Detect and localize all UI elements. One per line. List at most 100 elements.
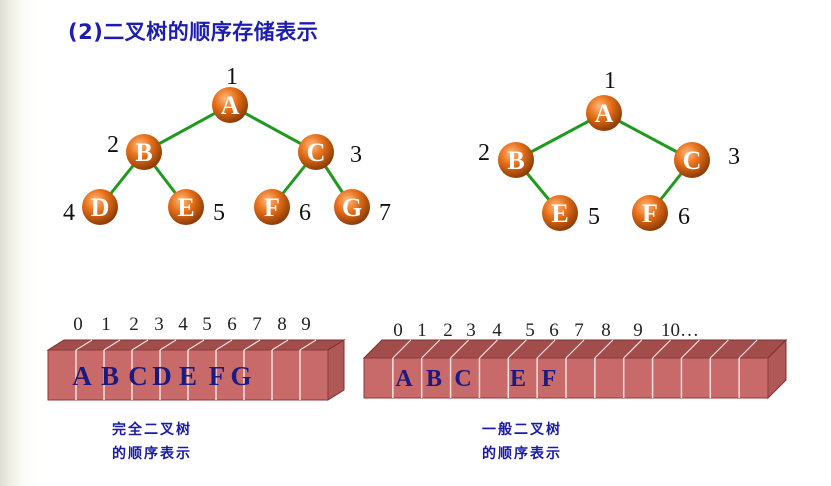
array-cell-a: A <box>72 361 92 391</box>
array-index-8: 8 <box>601 320 611 341</box>
array-index-5: 5 <box>525 320 535 341</box>
node-letter: B <box>135 138 152 167</box>
caption-line-2: 的顺序表示 <box>482 446 562 462</box>
node-number: 5 <box>588 204 600 230</box>
node-circle <box>298 134 334 170</box>
node-circle <box>632 195 668 231</box>
array-index-1: 1 <box>417 320 427 341</box>
cell-divider-top <box>103 339 121 351</box>
cell-divider-top <box>565 339 585 359</box>
cell-divider-top <box>652 339 671 359</box>
array-index-5: 5 <box>202 314 212 335</box>
tree-node-a: A <box>212 87 248 123</box>
node-letter: F <box>264 193 280 222</box>
node-letter: A <box>221 91 240 120</box>
cell-divider-top <box>450 339 469 359</box>
node-letter: C <box>307 138 326 167</box>
node-letter: C <box>683 146 702 175</box>
node-number: 4 <box>63 200 75 226</box>
caption-general-tree: 一般二叉树 的顺序表示 <box>482 418 562 466</box>
node-number: 6 <box>678 204 690 230</box>
node-letter: D <box>91 193 110 222</box>
cell-divider-top <box>271 339 289 351</box>
array-cell-f: F <box>542 366 557 392</box>
array-index-10: 10… <box>661 320 699 341</box>
tree-node-c: C <box>674 142 710 178</box>
cell-divider-top <box>709 339 729 359</box>
node-letter: F <box>642 199 658 228</box>
tree-node-b: B <box>126 134 162 170</box>
node-letter: E <box>551 199 568 228</box>
array-index-0: 0 <box>73 314 83 335</box>
caption-line-2: 的顺序表示 <box>112 446 192 462</box>
array-cell-b: B <box>426 366 442 392</box>
array-cell-e: E <box>179 361 197 391</box>
array-cell-e: E <box>510 366 526 392</box>
node-number: 1 <box>604 68 616 94</box>
node-circle <box>674 142 710 178</box>
array-index-6: 6 <box>227 314 237 335</box>
array-index-7: 7 <box>252 314 262 335</box>
node-number: 3 <box>728 144 740 170</box>
cell-divider-top <box>623 339 643 359</box>
array-index-6: 6 <box>549 320 559 341</box>
node-circle <box>498 142 534 178</box>
caption-line-1: 完全二叉树 <box>112 422 192 438</box>
cell-divider-top <box>159 339 177 351</box>
node-letter: B <box>507 146 524 175</box>
array-index-9: 9 <box>301 314 311 335</box>
node-circle <box>212 87 248 123</box>
array-cell-c: C <box>454 366 471 392</box>
node-circle <box>542 195 578 231</box>
array-cell-b: B <box>101 361 119 391</box>
cell-divider-top <box>536 339 556 359</box>
cell-divider-top <box>392 339 412 359</box>
cell-divider-top <box>594 339 614 359</box>
node-number: 2 <box>478 140 490 166</box>
cell-divider-top <box>738 339 758 359</box>
node-circle <box>168 189 204 225</box>
array-index-1: 1 <box>101 314 111 335</box>
node-number: 3 <box>350 142 362 168</box>
node-number: 1 <box>226 64 238 90</box>
cell-divider-top <box>681 339 700 359</box>
cell-divider-top <box>299 339 317 351</box>
array-cell-g: G <box>230 361 251 391</box>
array-cell-c: C <box>128 361 148 391</box>
node-letter: G <box>342 193 362 222</box>
caption-line-1: 一般二叉树 <box>482 422 562 438</box>
array-cell-d: D <box>152 361 172 391</box>
array-index-4: 4 <box>178 314 188 335</box>
array-index-0: 0 <box>393 320 403 341</box>
cell-divider-top <box>507 339 527 359</box>
tree-node-g: G <box>334 189 370 225</box>
array-cell-f: F <box>209 361 226 391</box>
node-circle <box>254 189 290 225</box>
cell-divider-top <box>131 339 149 351</box>
cell-divider-top <box>243 339 261 351</box>
cell-divider-top <box>479 339 498 359</box>
tree-node-f: F <box>254 189 290 225</box>
node-letter: E <box>177 193 194 222</box>
array-index-3: 3 <box>466 320 476 341</box>
node-number: 7 <box>379 200 391 226</box>
node-circle <box>586 95 622 131</box>
tree-node-f: F <box>632 195 668 231</box>
tree-node-a: A <box>586 95 622 131</box>
array-index-9: 9 <box>633 320 643 341</box>
node-number: 6 <box>299 200 311 226</box>
cell-divider-top <box>421 339 441 359</box>
tree-node-d: D <box>82 189 118 225</box>
node-circle <box>126 134 162 170</box>
node-number: 2 <box>107 132 119 158</box>
node-number: 5 <box>213 200 225 226</box>
array-cell-a: A <box>395 366 413 392</box>
node-circle <box>334 189 370 225</box>
array-side-face <box>327 339 345 401</box>
cell-divider-top <box>215 339 233 351</box>
